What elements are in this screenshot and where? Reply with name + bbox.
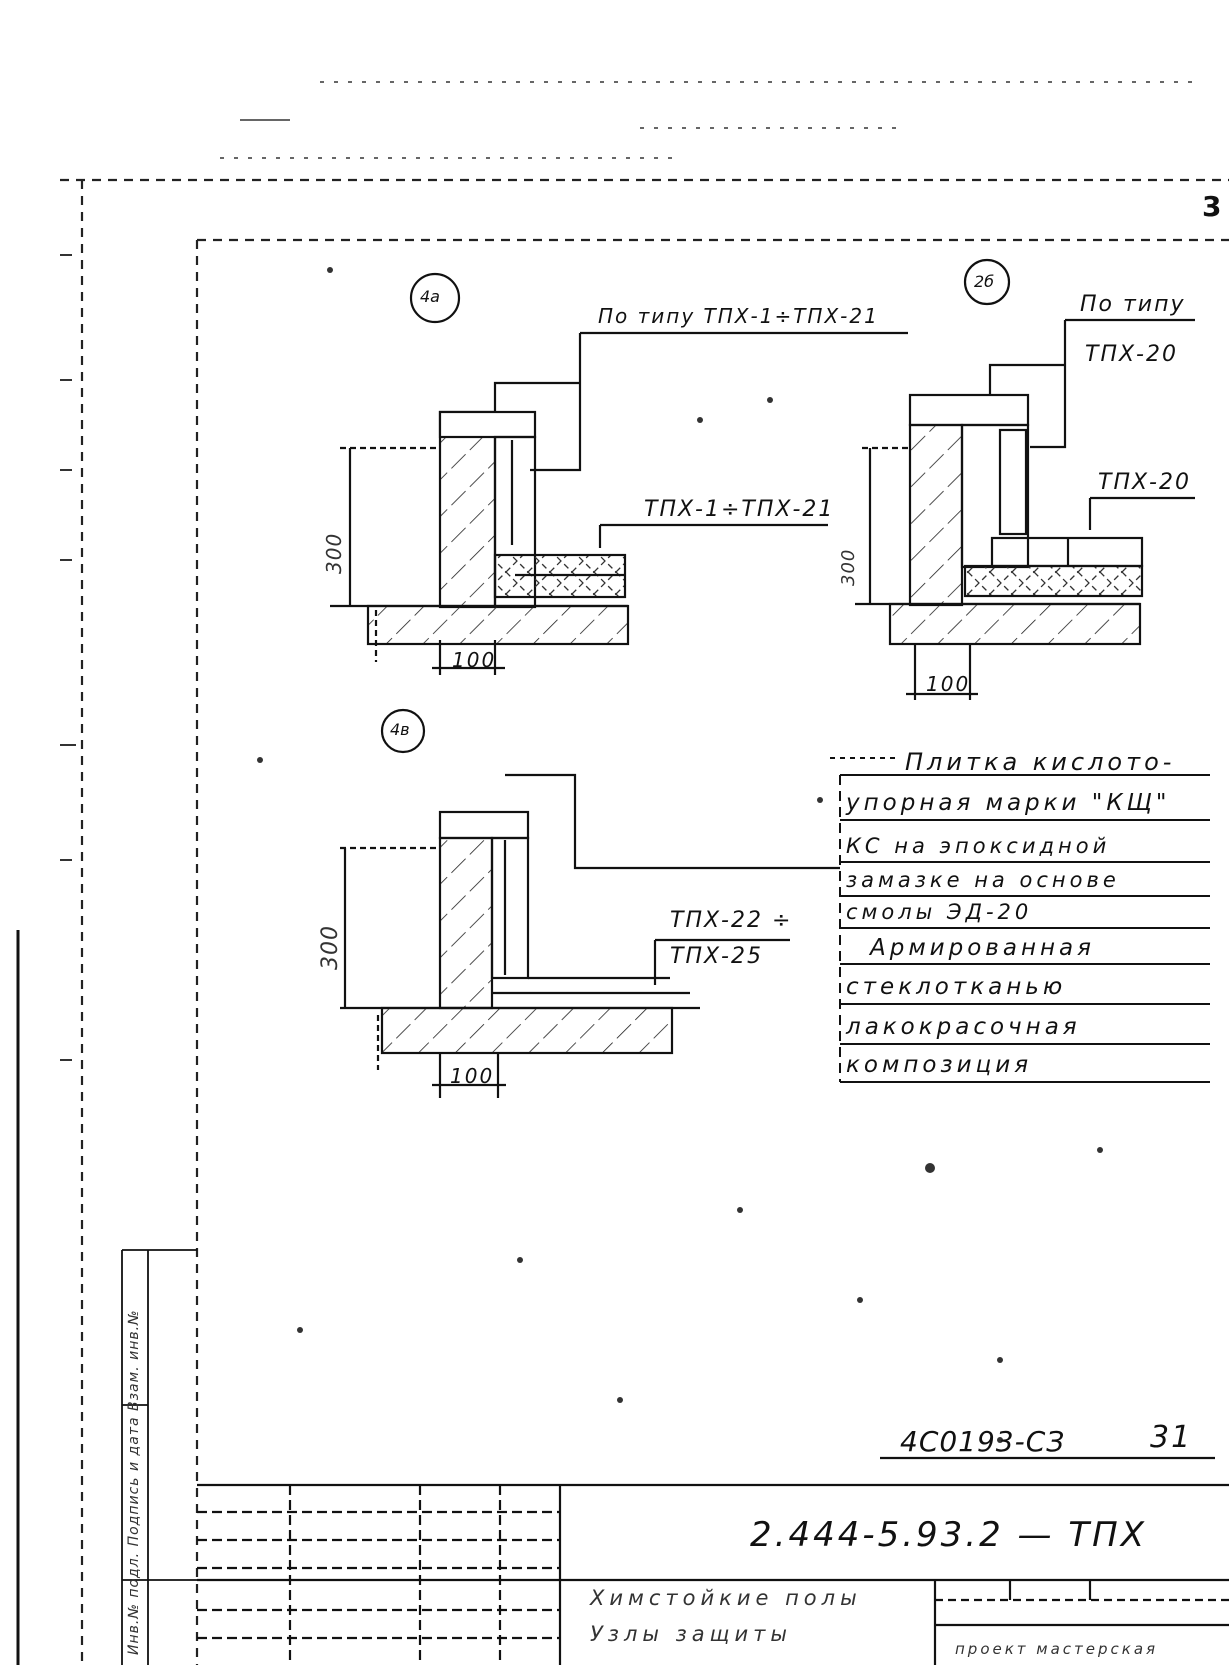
drawing-name-line-2: Узлы защиты bbox=[590, 1622, 792, 1646]
detail-4v-width-dim: 100 bbox=[450, 1064, 495, 1088]
detail-4a-marker bbox=[409, 272, 461, 324]
material-note-line-3: КС на эпоксидной bbox=[846, 834, 1111, 858]
material-note-line-2: упорная марки "КЩ" bbox=[846, 790, 1171, 816]
material-note-line-1: Плитка кислото- bbox=[905, 748, 1176, 776]
detail-2b-callout-bottom: ТПХ-20 bbox=[1098, 470, 1191, 495]
material-note-line-9: композиция bbox=[846, 1052, 1033, 1078]
detail-4v-slab bbox=[380, 1006, 674, 1055]
detail-4v-marker bbox=[380, 708, 426, 754]
material-note-line-7: стеклотканью bbox=[846, 974, 1067, 1000]
detail-2b-marker bbox=[963, 258, 1011, 306]
page-number: 3 bbox=[1202, 190, 1224, 223]
material-note-rules bbox=[830, 757, 1210, 1083]
detail-2b-cap bbox=[908, 393, 1030, 427]
scan-dots bbox=[257, 267, 1103, 1443]
detail-2b-slab bbox=[888, 602, 1142, 646]
detail-4v-wall bbox=[438, 836, 494, 1010]
detail-2b-marker-label: 2б bbox=[974, 272, 995, 291]
inventory-code: 4С0193-СЗ bbox=[900, 1425, 1066, 1458]
detail-2b-height-dim: 300 bbox=[838, 548, 859, 586]
sheet-code: 31 bbox=[1150, 1420, 1193, 1455]
drawing-designation: 2.444-5.93.2 — ТПХ bbox=[750, 1515, 1147, 1555]
left-tick-marks bbox=[60, 254, 76, 1061]
detail-4a-callout-top: По типу ТПХ-1÷ТПХ-21 bbox=[598, 304, 879, 328]
margin-stamp-box bbox=[121, 1249, 197, 1665]
organization-text: проект мастерская bbox=[955, 1640, 1159, 1658]
margin-stamp: Инв.№ подл. Подпись и дата Взам. инв.№ bbox=[126, 1309, 142, 1655]
detail-4a-callout-bottom: ТПХ-1÷ТПХ-21 bbox=[644, 497, 835, 522]
material-note-line-5: смолы ЭД-20 bbox=[846, 900, 1033, 924]
detail-2b-width-dim: 100 bbox=[926, 672, 971, 696]
material-note-line-8: лакокрасочная bbox=[846, 1014, 1081, 1040]
detail-4a-width-dim: 100 bbox=[452, 648, 497, 672]
outer-frame bbox=[60, 178, 1229, 1665]
detail-4v-callout-2: ТПХ-25 bbox=[670, 944, 763, 969]
detail-4a-height-dim: 300 bbox=[322, 532, 346, 574]
detail-2b-wall bbox=[908, 423, 964, 607]
detail-4a bbox=[330, 272, 908, 675]
title-block-grid bbox=[197, 1456, 1229, 1665]
detail-4a-slab bbox=[366, 604, 630, 646]
drawing-name-line-1: Химстойкие полы bbox=[590, 1586, 862, 1610]
detail-4v-marker-label: 4в bbox=[390, 720, 410, 739]
detail-2b-callout-top-2: ТПХ-20 bbox=[1085, 342, 1178, 367]
detail-2b bbox=[855, 258, 1195, 700]
detail-4v-callout-1: ТПХ-22 ÷ bbox=[670, 908, 793, 933]
detail-2b-callout-top-1: По типу bbox=[1080, 292, 1186, 317]
scan-noise bbox=[220, 81, 1200, 159]
material-note-line-4: замазке на основе bbox=[846, 868, 1120, 892]
detail-2b-floor-lining bbox=[963, 564, 1144, 598]
detail-4v-height-dim: 300 bbox=[318, 925, 343, 970]
detail-4v-cap bbox=[438, 810, 530, 840]
material-note-line-6: Армированная bbox=[870, 935, 1095, 961]
detail-4a-marker-label: 4а bbox=[420, 287, 440, 306]
detail-4v bbox=[340, 708, 840, 1098]
detail-4a-wall bbox=[438, 410, 497, 609]
